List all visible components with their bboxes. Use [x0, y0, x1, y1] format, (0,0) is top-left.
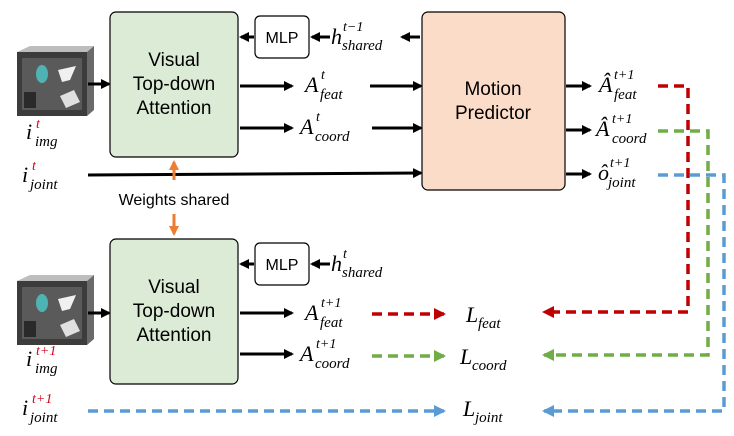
visual-topdown-attention-top: Visual Top-down Attention: [109, 11, 239, 158]
svg-text:img: img: [35, 134, 58, 150]
svg-text:Predictor: Predictor: [455, 103, 532, 124]
svg-text:L: L: [462, 396, 475, 421]
svg-text:coord: coord: [315, 356, 350, 372]
svg-text:t+1: t+1: [321, 296, 341, 311]
label-a-coord-top: A t coord: [298, 110, 350, 145]
arrow-joint-to-predictor: [87, 168, 423, 179]
label-i-img-top: i t img: [26, 117, 58, 150]
label-a-coord-bottom: A t+1 coord: [298, 337, 350, 372]
svg-text:joint: joint: [606, 175, 636, 191]
svg-text:Â: Â: [594, 116, 610, 141]
svg-text:coord: coord: [315, 129, 350, 145]
svg-text:t+1: t+1: [610, 156, 630, 171]
svg-text:joint: joint: [28, 410, 58, 426]
svg-text:i: i: [22, 162, 28, 187]
green-dashed-acoord-hat-to-lcoord: [542, 129, 710, 361]
svg-text:t+1: t+1: [36, 344, 56, 359]
svg-text:A: A: [303, 300, 319, 325]
svg-text:joint: joint: [28, 177, 58, 193]
svg-text:t+1: t+1: [612, 112, 632, 127]
svg-text:Motion: Motion: [464, 79, 521, 100]
svg-text:i: i: [26, 346, 32, 371]
svg-text:i: i: [26, 119, 32, 144]
red-dashed-afeat-hat-to-lfeat: [542, 84, 690, 318]
svg-text:Top-down: Top-down: [133, 301, 215, 322]
svg-text:shared: shared: [342, 38, 383, 54]
label-h-shared-current: h t shared: [331, 247, 383, 281]
svg-text:t−1: t−1: [343, 20, 363, 35]
svg-text:h: h: [331, 251, 342, 276]
label-i-img-bottom: i t+1 img: [26, 344, 58, 377]
svg-text:MLP: MLP: [266, 30, 299, 47]
svg-text:Attention: Attention: [137, 325, 212, 346]
svg-text:feat: feat: [614, 87, 637, 103]
svg-text:t+1: t+1: [316, 337, 336, 352]
label-i-joint-bottom: i t+1 joint: [22, 392, 58, 426]
label-a-feat-bottom: A t+1 feat: [303, 296, 343, 331]
label-a-feat-hat: Â t+1 feat: [597, 68, 637, 103]
svg-text:Visual: Visual: [148, 277, 199, 298]
svg-text:L: L: [465, 302, 478, 327]
svg-text:coord: coord: [472, 358, 507, 374]
weights-shared-label: Weights shared: [119, 192, 230, 209]
svg-text:A: A: [298, 341, 314, 366]
svg-text:ô: ô: [598, 160, 609, 185]
loss-coord: L coord: [459, 344, 507, 374]
svg-text:A: A: [298, 114, 314, 139]
svg-text:joint: joint: [473, 410, 503, 426]
svg-text:t: t: [343, 247, 348, 262]
svg-text:L: L: [459, 344, 472, 369]
label-h-shared-prev: h t−1 shared: [331, 20, 383, 54]
svg-text:A: A: [303, 72, 319, 97]
svg-text:t: t: [316, 110, 321, 125]
svg-text:Visual: Visual: [148, 50, 199, 71]
motion-predictor-box: Motion Predictor: [421, 11, 566, 191]
blue-dashed-ojoint-hat-to-ljoint: [542, 173, 726, 417]
label-a-feat-top: A t feat: [303, 68, 343, 103]
svg-text:t: t: [321, 68, 326, 83]
svg-text:shared: shared: [342, 265, 383, 281]
visual-topdown-attention-bottom: Visual Top-down Attention: [109, 238, 239, 385]
label-o-joint-hat: ô t+1 joint: [598, 156, 636, 191]
label-i-joint-top: i t joint: [22, 159, 58, 193]
svg-text:h: h: [331, 24, 342, 49]
mlp-box-bottom: MLP: [254, 242, 310, 286]
svg-text:t+1: t+1: [614, 68, 634, 83]
input-image-thumbnail-top: [17, 46, 94, 116]
svg-text:coord: coord: [612, 131, 647, 147]
svg-text:feat: feat: [478, 316, 501, 332]
loss-feat: L feat: [465, 302, 501, 332]
loss-joint: L joint: [462, 396, 503, 426]
svg-text:i: i: [22, 395, 28, 420]
svg-text:feat: feat: [320, 315, 343, 331]
svg-text:img: img: [35, 361, 58, 377]
svg-text:Â: Â: [597, 72, 613, 97]
svg-text:Top-down: Top-down: [133, 74, 215, 95]
mlp-box-top: MLP: [254, 15, 310, 59]
svg-text:Attention: Attention: [137, 98, 212, 119]
input-image-thumbnail-bottom: [17, 275, 94, 345]
svg-text:t: t: [32, 159, 37, 174]
label-a-coord-hat: Â t+1 coord: [594, 112, 647, 147]
svg-text:t+1: t+1: [32, 392, 52, 407]
svg-text:feat: feat: [320, 87, 343, 103]
svg-text:MLP: MLP: [266, 257, 299, 274]
svg-text:t: t: [36, 117, 41, 132]
